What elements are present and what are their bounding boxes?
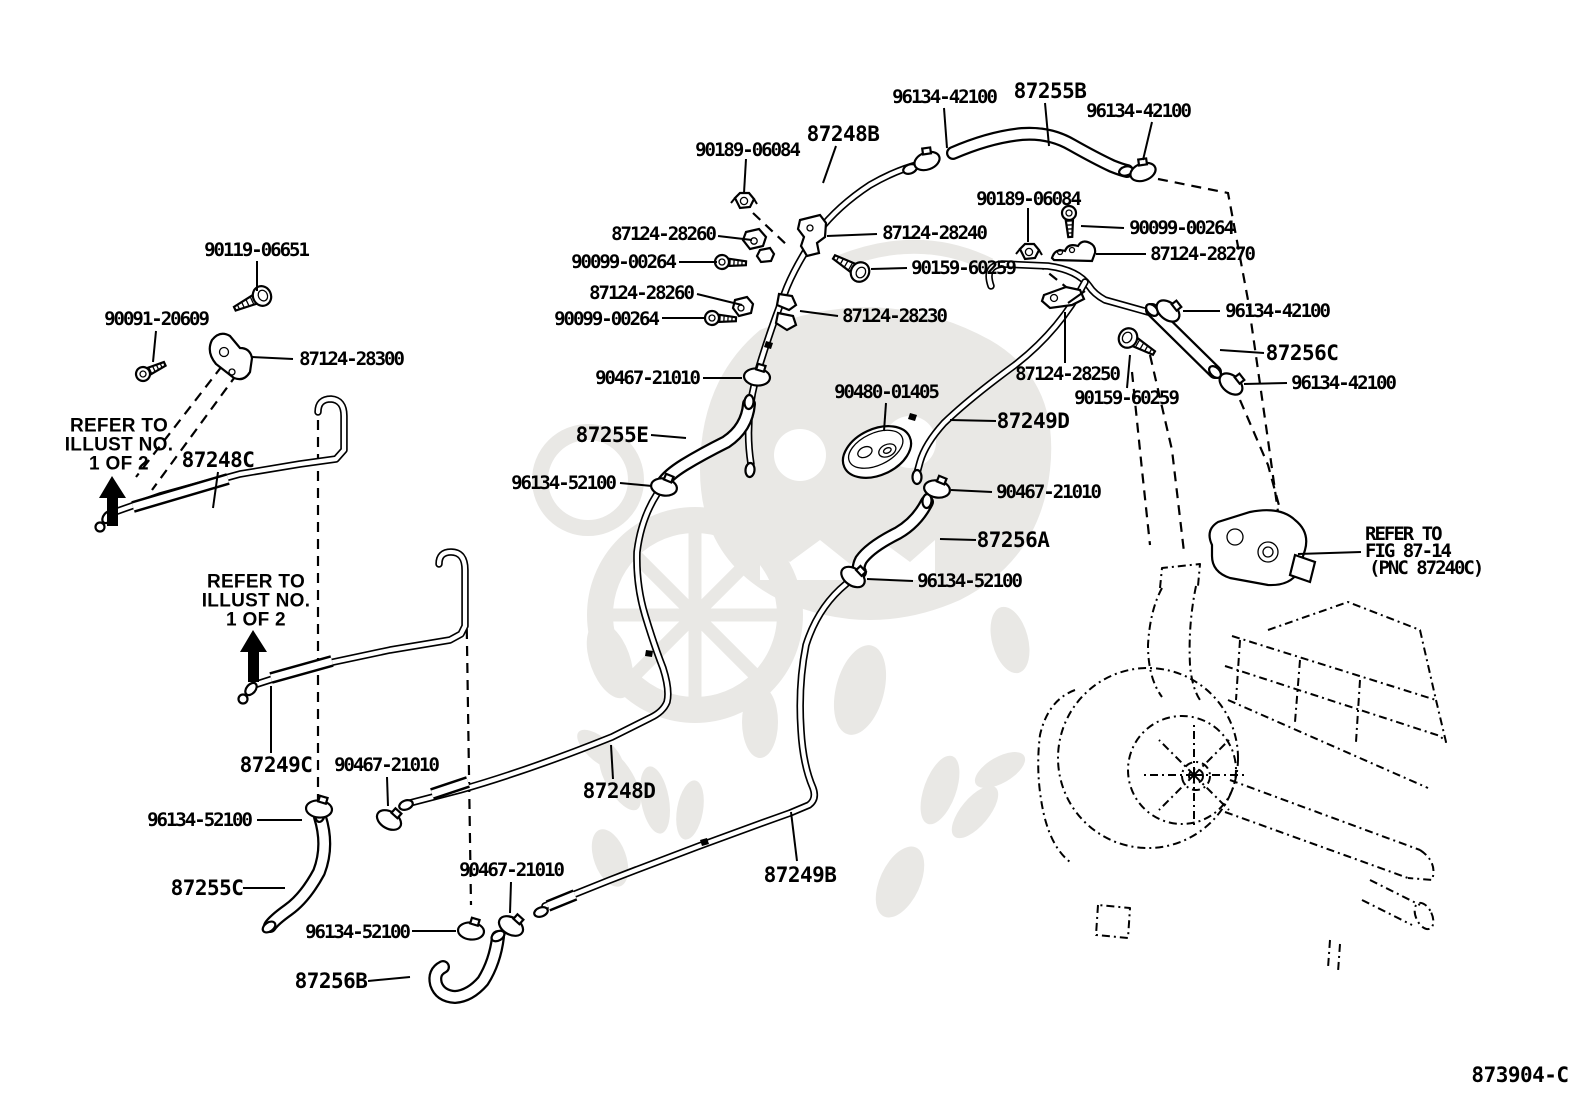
grommet-icon: [841, 425, 913, 479]
part-number-label: 90467-21010: [334, 754, 440, 776]
part-number-label: 87256C: [1265, 341, 1339, 365]
fasteners-drawing: [132, 142, 1251, 942]
nut-icon: [729, 191, 759, 210]
part-number-label: 87256B: [294, 969, 368, 993]
screw-icon: [1060, 204, 1079, 239]
part-number-label: 90467-21010: [459, 859, 565, 881]
part-number-label: 96134-42100: [892, 86, 998, 108]
note-line: REFER TO: [69, 415, 169, 437]
part-number-label: 90119-06651: [204, 239, 310, 261]
note-line: 1 OF 2: [89, 453, 149, 475]
part-number-label: 87255B: [1013, 79, 1087, 103]
clip-87124-28260-a: [741, 227, 776, 264]
bracket-87124-28240: [796, 213, 828, 258]
note-line: (PNC 87240C): [1369, 557, 1484, 579]
part-number-label: 90099-00264: [571, 251, 677, 273]
part-number-label: 90099-00264: [554, 308, 660, 330]
clip-87124-28230: [774, 292, 798, 332]
note-line: REFER TO: [206, 571, 306, 593]
part-number-label: 90467-21010: [996, 481, 1102, 503]
screw-icon: [703, 309, 738, 328]
part-number-label: 87124-28260: [589, 282, 695, 304]
part-number-label: 87248C: [181, 448, 255, 472]
part-number-label: 87255E: [575, 423, 649, 447]
drawing-number: 873904-C: [1471, 1063, 1569, 1087]
note-line: 1 OF 2: [226, 609, 286, 631]
part-number-label: 90467-21010: [595, 367, 701, 389]
part-number-label: 96134-52100: [917, 570, 1023, 592]
alignment-dashed-lines: [135, 177, 1295, 906]
pipe-fittings: [94, 507, 261, 705]
refer-illust-note-2: REFER TO ILLUST NO. 1 OF 2: [202, 573, 311, 630]
note-line: ILLUST NO.: [201, 590, 311, 612]
part-number-label: 90091-20609: [104, 308, 210, 330]
refer-illust-note-1: REFER TO ILLUST NO. 1 OF 2: [65, 417, 174, 474]
part-number-label: 96134-52100: [305, 921, 411, 943]
part-number-label: 90480-01405: [834, 381, 940, 403]
part-number-label: 87256A: [976, 528, 1050, 552]
screw-icon: [1114, 323, 1161, 363]
part-number-label: 87255C: [170, 876, 244, 900]
part-number-label: 87124-28300: [299, 348, 405, 370]
hose-clamp-icon: [456, 915, 487, 942]
part-number-label: 90189-06084: [976, 188, 1082, 210]
refer-fig-note: REFER TO FIG 87-14 (PNC 87240C): [1365, 523, 1484, 579]
part-number-label: 96134-52100: [147, 809, 253, 831]
part-number-label: 87249C: [239, 753, 313, 777]
note-line: ILLUST NO.: [64, 434, 174, 456]
heater-unit-drawing: [1037, 509, 1447, 973]
part-number-label: 87124-28270: [1150, 243, 1256, 265]
bracket-87124-28300: [208, 332, 254, 381]
screw-icon: [132, 356, 169, 385]
part-number-label: 96134-42100: [1086, 100, 1192, 122]
part-number-label: 96134-42100: [1225, 300, 1331, 322]
note-line: REFER TO: [1365, 523, 1443, 545]
part-number-label: 96134-52100: [511, 472, 617, 494]
part-number-label: 87249B: [763, 863, 837, 887]
part-number-label: 87249D: [996, 409, 1070, 433]
part-number-label: 90159-60259: [1074, 387, 1180, 409]
bolt-icon: [229, 282, 276, 319]
screw-icon: [713, 253, 748, 272]
hose-clamp-icon: [304, 793, 335, 820]
part-number-label: 90159-60259: [911, 257, 1017, 279]
part-number-label: 90099-00264: [1129, 217, 1235, 239]
part-number-label: 90189-06084: [695, 139, 801, 161]
leader-lines: [152, 102, 1362, 982]
part-number-label: 87124-28250: [1015, 363, 1121, 385]
part-number-label: 87124-28230: [842, 305, 948, 327]
up-arrow-icon: [240, 630, 267, 682]
nut-icon: [1014, 242, 1044, 261]
note-line: FIG 87-14: [1365, 540, 1452, 562]
bracket-87124-28250: [1040, 285, 1086, 310]
part-number-label: 87124-28260: [611, 223, 717, 245]
clip-87124-28270: [1050, 240, 1097, 263]
part-number-label: 96134-42100: [1291, 372, 1397, 394]
hose-pipes-drawing: [94, 126, 1225, 1004]
clip-87124-28260-b: [731, 295, 755, 318]
water-valve-part: [1208, 509, 1317, 587]
part-number-label: 87248D: [582, 779, 656, 803]
part-number-label: 87124-28240: [882, 222, 988, 244]
up-arrow-icon: [99, 476, 126, 526]
part-number-label: 87248B: [806, 122, 880, 146]
